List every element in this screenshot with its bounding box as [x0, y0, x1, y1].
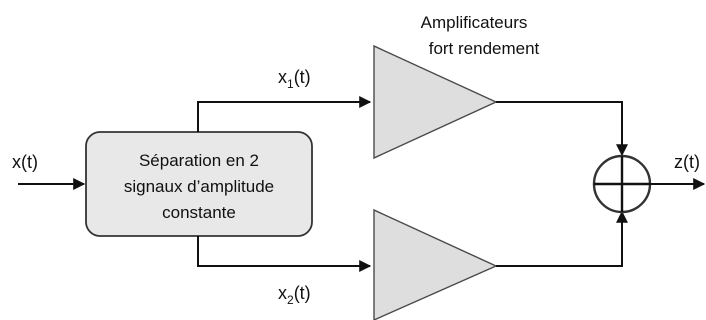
amplifier-1-output-wire	[496, 101, 628, 157]
amplifier-2-output-wire	[496, 210, 628, 267]
branch-1-subscript: 1	[287, 77, 294, 91]
amplifiers-label-line-1: Amplificateurs	[421, 13, 528, 32]
splitter-block: Séparation en 2 signaux d’amplitude cons…	[85, 131, 313, 237]
branch-2-signal-label: x2(t)	[278, 283, 311, 307]
input-signal-label: x(t)	[12, 152, 38, 172]
output-signal-label: z(t)	[674, 152, 700, 172]
sum-plus-icon	[592, 154, 652, 214]
branch-1-argument: (t)	[294, 67, 311, 87]
branch-1-signal-label: x1(t)	[278, 67, 311, 91]
splitter-text-line-1: Séparation en 2	[139, 151, 259, 170]
splitter-text-line-2: signaux d’amplitude	[124, 177, 274, 196]
amplifier-1-triangle	[373, 44, 498, 160]
branch-2-argument: (t)	[294, 283, 311, 303]
amplifiers-label-line-2: fort rendement	[429, 39, 540, 58]
branch-2-base: x	[278, 283, 287, 303]
splitter-text-line-3: constante	[162, 203, 236, 222]
branch-2-subscript: 2	[287, 293, 294, 307]
branch-2-wire	[197, 236, 372, 272]
amplifier-2-triangle	[373, 208, 498, 320]
branch-1-base: x	[278, 67, 287, 87]
branch-1-wire	[197, 96, 372, 132]
